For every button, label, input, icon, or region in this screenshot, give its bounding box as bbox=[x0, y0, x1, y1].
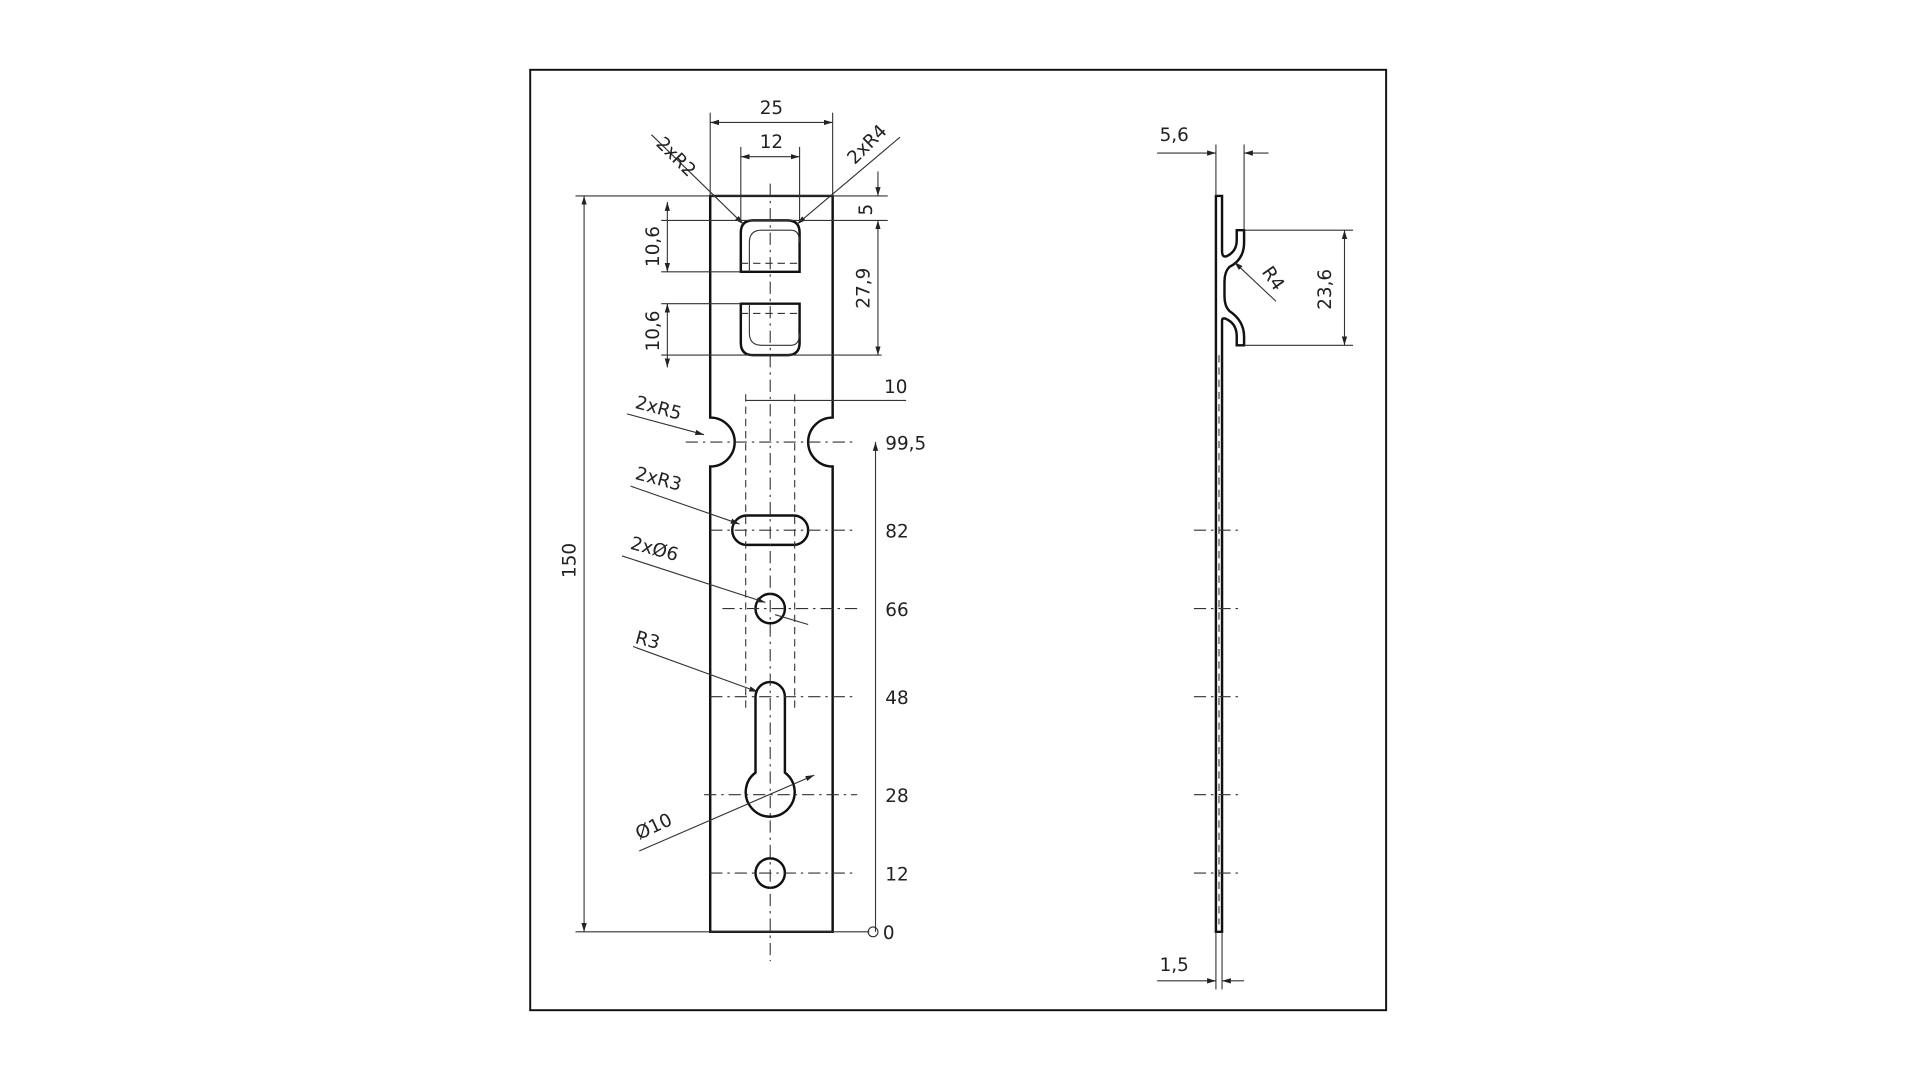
dim-2xd6: 2xØ6 bbox=[628, 533, 680, 566]
dim-5-6: 5,6 bbox=[1160, 125, 1189, 146]
dim-27-9: 27,9 bbox=[853, 268, 874, 309]
dim-5: 5 bbox=[856, 204, 877, 216]
drawing-frame bbox=[529, 68, 1388, 1012]
dim-10: 10 bbox=[884, 377, 907, 398]
ordinate-0: 0 bbox=[883, 923, 895, 944]
dim-25: 25 bbox=[760, 98, 783, 119]
ordinate-48: 48 bbox=[885, 688, 908, 709]
dim-10-6-b: 10,6 bbox=[643, 311, 664, 352]
dim-d10: Ø10 bbox=[632, 810, 675, 845]
plate-outline bbox=[708, 194, 834, 934]
side-profile bbox=[1214, 194, 1246, 934]
dim-1-5: 1,5 bbox=[1160, 955, 1189, 976]
ordinate-66: 66 bbox=[885, 600, 908, 621]
dim-2xr3: 2xR3 bbox=[633, 463, 684, 495]
ordinate-28: 28 bbox=[885, 786, 908, 807]
dim-10-6-a: 10,6 bbox=[643, 226, 664, 267]
side-view: 5,6 R4 23,6 1,5 bbox=[1157, 125, 1354, 990]
dim-2xr4: 2xR4 bbox=[843, 121, 891, 169]
dim-12: 12 bbox=[760, 132, 783, 153]
dim-150: 150 bbox=[560, 543, 581, 578]
ordinate-99-5: 99,5 bbox=[885, 433, 926, 454]
dim-23-6: 23,6 bbox=[1315, 269, 1336, 310]
dim-r4: R4 bbox=[1257, 263, 1288, 295]
ordinate-82: 82 bbox=[885, 522, 908, 543]
ordinate-12: 12 bbox=[885, 864, 908, 885]
front-view: 25 12 2xR2 2xR4 5 10,6 10,6 27,9 10 2xR5… bbox=[560, 98, 926, 962]
dim-2xr5: 2xR5 bbox=[633, 392, 684, 424]
dim-r3: R3 bbox=[633, 627, 662, 654]
